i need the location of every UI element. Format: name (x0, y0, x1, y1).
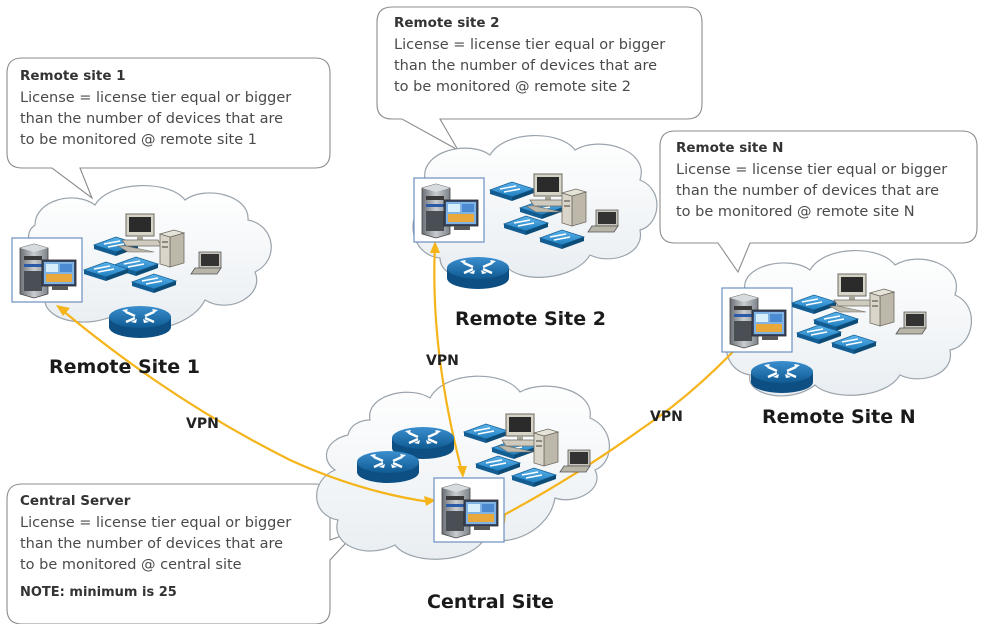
vpn-link-remote2 (433, 244, 464, 473)
server-icon (413, 177, 485, 243)
vpn-label-remote-n: VPN (650, 409, 683, 425)
vpn-label-remote-1: VPN (186, 416, 219, 432)
callout-bubble-remoteN (659, 130, 978, 274)
site-label-remote-1: Remote Site 1 (49, 356, 200, 378)
callout-remote-site-2: Remote site 2 License = license tier equ… (394, 13, 699, 98)
callout-title: Remote site N (676, 140, 784, 156)
callout-bubble-remote1 (6, 57, 331, 200)
callout-note: NOTE: minimum is 25 (20, 585, 177, 600)
callout-body: License = license tier equal or bigger t… (20, 515, 292, 573)
server-icon (433, 477, 505, 543)
server-icon (11, 237, 83, 303)
callout-body: License = license tier equal or bigger t… (20, 90, 292, 148)
callout-remote-site-1: Remote site 1 License = license tier equ… (20, 66, 325, 151)
arrowhead (457, 466, 467, 478)
vpn-link-remote1 (61, 309, 431, 504)
vpn-label-remote-2: VPN (426, 353, 459, 369)
callout-bubble-remote2 (376, 6, 703, 152)
callout-title: Central Server (20, 493, 131, 509)
tower-pc-icon (533, 428, 559, 467)
vpn-link-remoteN (499, 327, 756, 518)
site-label-remote-2: Remote Site 2 (455, 308, 606, 330)
arrowhead (430, 241, 440, 253)
callout-central-server: Central Server License = license tier eq… (20, 491, 325, 603)
site-label-central: Central Site (427, 591, 554, 613)
vpn-links (61, 244, 756, 518)
tower-pc-icon (869, 288, 895, 327)
site-label-remote-n: Remote Site N (762, 406, 916, 428)
callout-body: License = license tier equal or bigger t… (394, 37, 666, 95)
callout-title: Remote site 2 (394, 15, 500, 31)
router-icon (749, 359, 815, 395)
callout-body: License = license tier equal or bigger t… (676, 162, 948, 220)
arrowhead (424, 496, 436, 506)
arrowhead (56, 305, 70, 316)
callout-remote-site-n: Remote site N License = license tier equ… (676, 138, 976, 223)
router-icon (107, 304, 173, 340)
router-icon (355, 449, 421, 485)
server-icon (721, 287, 793, 353)
router-icon (445, 255, 511, 291)
tower-pc-icon (159, 229, 185, 268)
callout-title: Remote site 1 (20, 68, 126, 84)
tower-pc-icon (561, 188, 587, 227)
